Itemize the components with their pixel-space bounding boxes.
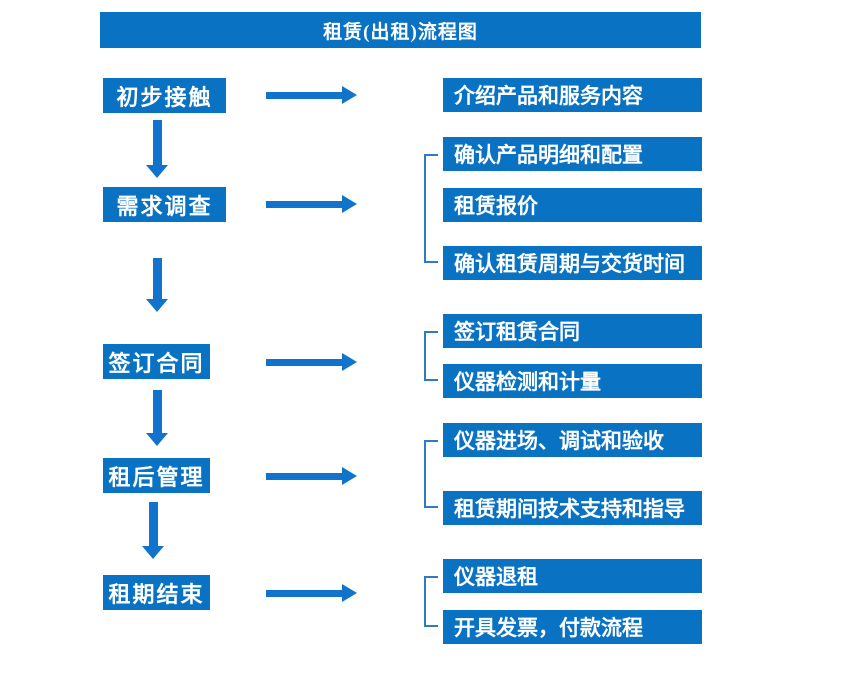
down-arrow-shaft [152, 390, 162, 433]
down-arrow-head-icon [146, 165, 168, 178]
output-label: 租赁期间技术支持和指导 [454, 497, 685, 521]
output-label: 介绍产品和服务内容 [454, 84, 643, 108]
flowchart-title-bar: 租赁(出租)流程图 [100, 12, 701, 48]
output-box-invoice-payment: 开具发票，付款流程 [443, 610, 702, 644]
flow-arrow-2 [266, 195, 357, 213]
output-label: 仪器退租 [454, 565, 538, 589]
step-box-initial-contact: 初步接触 [103, 78, 226, 113]
down-arrow-4 [142, 502, 164, 559]
down-arrow-shaft [152, 258, 162, 299]
output-box-technical-support: 租赁期间技术支持和指导 [443, 491, 702, 525]
flow-arrow-3 [266, 353, 357, 371]
step-label: 初步接触 [116, 84, 213, 110]
flow-arrow-shaft [266, 472, 342, 480]
output-label: 签订租赁合同 [454, 320, 580, 344]
flow-arrow-shaft [266, 358, 342, 366]
group-bracket-5 [424, 576, 438, 627]
step-box-rental-end: 租期结束 [103, 575, 210, 610]
flow-arrow-head-icon [342, 467, 357, 485]
flow-arrow-shaft [266, 91, 342, 99]
output-box-sign-rental-contract: 签订租赁合同 [443, 314, 702, 348]
output-box-instrument-return: 仪器退租 [443, 559, 702, 593]
down-arrow-head-icon [146, 433, 168, 446]
output-box-confirm-rental-period: 确认租赁周期与交货时间 [443, 246, 702, 280]
flow-arrow-5 [266, 584, 357, 602]
output-label: 确认租赁周期与交货时间 [454, 252, 685, 276]
flow-arrow-1 [266, 86, 357, 104]
down-arrow-shaft [148, 502, 158, 546]
down-arrow-1 [146, 120, 168, 178]
step-label: 需求调查 [116, 193, 213, 219]
flow-arrow-shaft [266, 589, 342, 597]
flow-arrow-4 [266, 467, 357, 485]
down-arrow-3 [146, 390, 168, 446]
step-label: 签订合同 [108, 350, 205, 376]
flow-arrow-shaft [266, 200, 342, 208]
output-label: 开具发票，付款流程 [454, 616, 643, 640]
step-box-post-rental-management: 租后管理 [103, 458, 210, 493]
step-box-sign-contract: 签订合同 [103, 344, 210, 379]
flow-arrow-head-icon [342, 86, 357, 104]
group-bracket-4 [424, 440, 438, 508]
flow-arrow-head-icon [342, 584, 357, 602]
output-box-introduce-products: 介绍产品和服务内容 [443, 78, 702, 112]
group-bracket-3 [424, 331, 438, 381]
output-label: 仪器检测和计量 [454, 370, 601, 394]
output-label: 仪器进场、调试和验收 [454, 429, 664, 453]
output-box-confirm-product-details: 确认产品明细和配置 [443, 137, 702, 171]
output-label: 确认产品明细和配置 [454, 143, 643, 167]
step-label: 租期结束 [108, 581, 205, 607]
flowchart-title: 租赁(出租)流程图 [323, 21, 478, 43]
step-box-demand-survey: 需求调查 [103, 187, 226, 222]
down-arrow-head-icon [142, 546, 164, 559]
step-label: 租后管理 [108, 464, 205, 490]
output-box-instrument-setup-acceptance: 仪器进场、调试和验收 [443, 423, 702, 457]
group-bracket-2 [424, 154, 438, 263]
flow-arrow-head-icon [342, 353, 357, 371]
down-arrow-shaft [152, 120, 162, 165]
flow-arrow-head-icon [342, 195, 357, 213]
output-box-rental-quote: 租赁报价 [443, 188, 702, 222]
down-arrow-head-icon [146, 299, 168, 312]
output-box-instrument-testing: 仪器检测和计量 [443, 364, 702, 398]
output-label: 租赁报价 [454, 194, 538, 218]
down-arrow-2 [146, 258, 168, 312]
